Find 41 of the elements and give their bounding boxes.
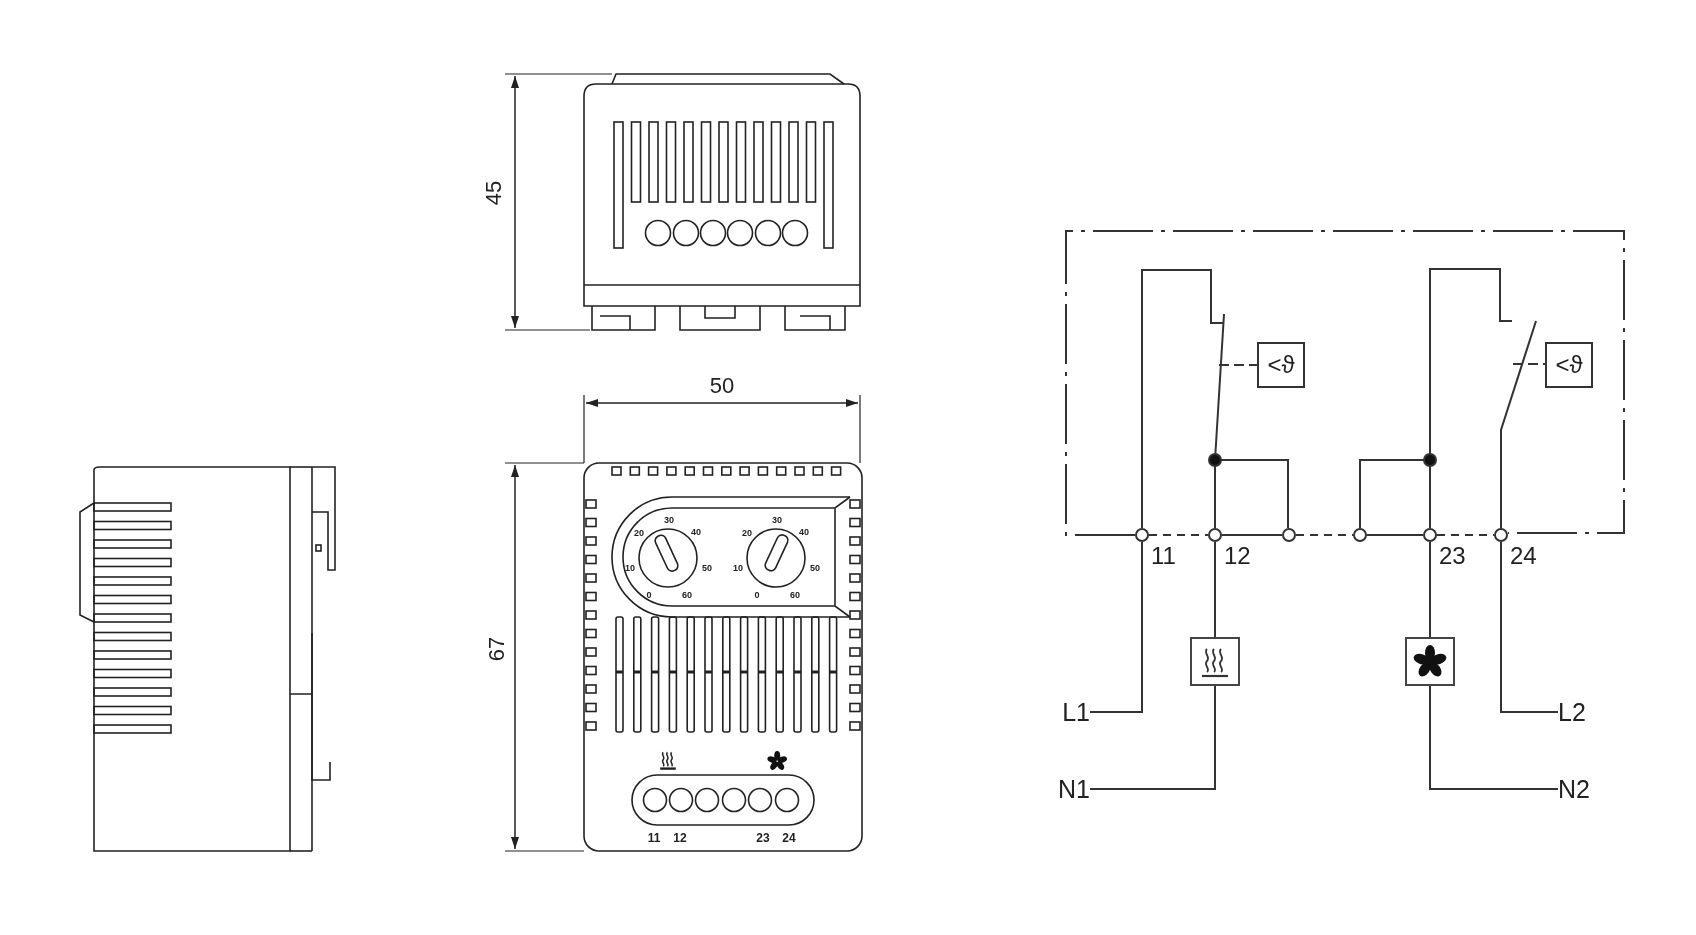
terminal-number: 12 [673, 832, 687, 844]
dial-scale-number: 20 [742, 528, 752, 538]
heater-symbol-box [1190, 637, 1240, 686]
dial-scale-number: 50 [810, 563, 820, 573]
wire [1429, 541, 1431, 638]
dial-scale-number: 60 [790, 590, 800, 600]
dial-scale-number: 20 [634, 528, 644, 538]
wire-label: L1 [1046, 699, 1090, 725]
dial-scale-number: 60 [682, 590, 692, 600]
terminal-number: 11 [1151, 544, 1176, 568]
wire [1500, 541, 1559, 713]
wire-label: L2 [1558, 699, 1602, 725]
dial-scale-number: 0 [646, 590, 652, 600]
dial-scale-number: 30 [772, 515, 782, 525]
terminal-number: 24 [782, 832, 796, 844]
wire [1089, 685, 1216, 790]
wire-label: N1 [1046, 776, 1090, 802]
dial-scale-number: 0 [754, 590, 760, 600]
fan-symbol-box [1405, 637, 1455, 686]
dial-scale-number: 50 [702, 563, 712, 573]
wire [1089, 541, 1143, 713]
terminal-number: 23 [1439, 544, 1466, 568]
wire-label: N2 [1558, 776, 1602, 802]
wire [1214, 541, 1216, 638]
dimension-value: 67 [486, 636, 508, 662]
wire [1366, 534, 1424, 536]
terminal-number: 11 [647, 832, 661, 844]
temperature-sensor-box: <ϑ [1545, 342, 1593, 388]
wire [1221, 534, 1283, 536]
wire [1429, 685, 1559, 790]
temperature-sensor-box: <ϑ [1257, 342, 1305, 388]
terminal-number: 24 [1510, 544, 1537, 568]
dial-scale-number: 30 [664, 515, 674, 525]
dial-scale-number: 10 [625, 563, 635, 573]
dial-scale-number: 40 [691, 527, 701, 537]
dimension-value: 50 [709, 375, 735, 397]
dimension-value: 45 [483, 180, 505, 206]
terminal-number: 12 [1224, 544, 1251, 568]
dial-scale-number: 10 [733, 563, 743, 573]
terminal-number: 23 [756, 832, 770, 844]
dial-scale-number: 40 [799, 527, 809, 537]
